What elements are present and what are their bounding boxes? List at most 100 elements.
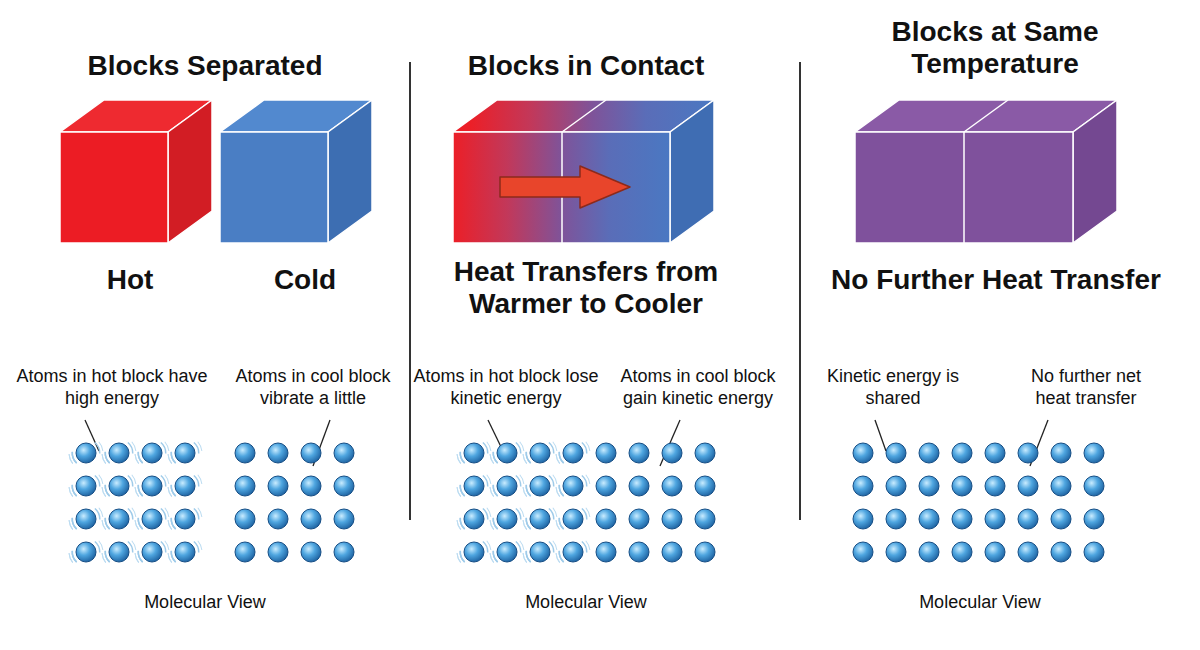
atom xyxy=(175,542,195,562)
atom xyxy=(1051,443,1071,463)
atom xyxy=(985,542,1005,562)
atom xyxy=(109,509,129,529)
atom xyxy=(109,443,129,463)
callout-text: No further net heat transfer xyxy=(1011,366,1161,409)
block-label: Cold xyxy=(274,264,336,296)
atom xyxy=(268,443,288,463)
atom xyxy=(530,509,550,529)
callout-text: Atoms in hot block have high energy xyxy=(16,366,208,409)
atom xyxy=(464,509,484,529)
panel-heading: Blocks in Contact xyxy=(468,50,704,82)
atom xyxy=(662,542,682,562)
vibration-marks xyxy=(69,441,104,464)
cold-block: Cold xyxy=(219,96,391,302)
atom xyxy=(235,443,255,463)
vibration-marks xyxy=(556,540,591,563)
atom xyxy=(1018,509,1038,529)
vibration-marks xyxy=(490,474,525,497)
atom xyxy=(175,476,195,496)
atom xyxy=(334,443,354,463)
hot-block: Hot xyxy=(44,96,216,302)
vibration-marks xyxy=(556,474,591,497)
vibration-marks xyxy=(102,441,137,464)
atom xyxy=(142,509,162,529)
vibration-marks xyxy=(523,474,558,497)
atom xyxy=(497,542,517,562)
block-label: Hot xyxy=(107,264,154,296)
atom xyxy=(1084,509,1104,529)
vibration-marks xyxy=(102,474,137,497)
atom xyxy=(853,476,873,496)
atom xyxy=(464,476,484,496)
atom xyxy=(301,509,321,529)
atom xyxy=(497,443,517,463)
vibration-marks xyxy=(523,507,558,530)
atom xyxy=(629,509,649,529)
atom xyxy=(596,509,616,529)
atom xyxy=(334,509,354,529)
vibration-marks xyxy=(457,507,492,530)
atom xyxy=(563,542,583,562)
vibration-marks xyxy=(556,507,591,530)
contact-blocks: Heat Transfers from Warmer to Cooler xyxy=(431,96,741,326)
atom xyxy=(464,443,484,463)
atom xyxy=(1018,443,1038,463)
atom xyxy=(919,542,939,562)
atom xyxy=(985,509,1005,529)
atom xyxy=(1018,476,1038,496)
atom xyxy=(530,443,550,463)
vibration-marks xyxy=(490,441,525,464)
atom xyxy=(76,509,96,529)
callout-text: Atoms in cool block gain kinetic energy xyxy=(602,366,794,409)
equal-blocks xyxy=(855,100,1117,243)
atom xyxy=(530,542,550,562)
vibration-marks xyxy=(490,540,525,563)
vibration-marks xyxy=(135,474,170,497)
atom xyxy=(1051,542,1071,562)
vibration-marks xyxy=(523,441,558,464)
atom xyxy=(1084,476,1104,496)
block-label: No Further Heat Transfer xyxy=(831,264,1161,296)
vibration-marks xyxy=(168,441,203,464)
atom xyxy=(919,476,939,496)
atom xyxy=(530,476,550,496)
atom xyxy=(662,443,682,463)
atom xyxy=(142,542,162,562)
equal-blocks: No Further Heat Transfer xyxy=(800,96,1192,302)
vibration-marks xyxy=(556,441,591,464)
vibration-marks xyxy=(457,540,492,563)
atom xyxy=(662,509,682,529)
atom xyxy=(952,509,972,529)
atom xyxy=(268,509,288,529)
vibration-marks xyxy=(135,507,170,530)
atom xyxy=(695,443,715,463)
atom xyxy=(497,509,517,529)
atom xyxy=(563,509,583,529)
panel-heading: Blocks at Same Temperature xyxy=(845,16,1145,80)
atom xyxy=(629,443,649,463)
panel-divider xyxy=(409,62,411,520)
callout-text: Atoms in cool block vibrate a little xyxy=(217,366,409,409)
vibration-marks xyxy=(523,540,558,563)
atom xyxy=(886,542,906,562)
vibration-marks xyxy=(457,441,492,464)
atom xyxy=(334,476,354,496)
vibration-marks xyxy=(135,441,170,464)
panel-heading: Blocks Separated xyxy=(88,50,323,82)
atom xyxy=(1051,509,1071,529)
atom xyxy=(952,476,972,496)
atom xyxy=(1084,542,1104,562)
atom xyxy=(952,542,972,562)
hot-cube xyxy=(60,100,212,243)
atom xyxy=(142,476,162,496)
vibration-marks xyxy=(490,507,525,530)
atom xyxy=(695,542,715,562)
view-caption: Molecular View xyxy=(144,592,266,614)
atom xyxy=(662,476,682,496)
vibration-marks xyxy=(168,540,203,563)
atom xyxy=(596,476,616,496)
atom xyxy=(175,509,195,529)
atom xyxy=(301,443,321,463)
vibration-marks xyxy=(457,474,492,497)
contact-blocks xyxy=(453,100,714,243)
